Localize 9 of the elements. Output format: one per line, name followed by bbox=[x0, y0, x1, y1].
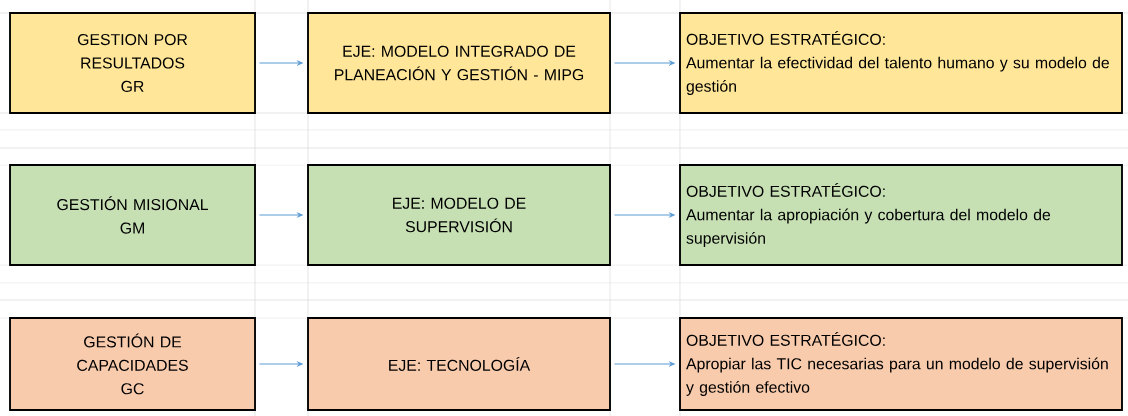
axis-box: EJE: TECNOLOGÍA bbox=[307, 317, 611, 411]
objective-box: OBJETIVO ESTRATÉGICO: Aumentar la apropiación y cobertura del modelo de supervisión bbox=[679, 164, 1123, 266]
area-box: GESTIÓN DE CAPACIDADES GC bbox=[9, 317, 256, 411]
objective-box: OBJETIVO ESTRATÉGICO: Apropiar las TIC necesarias para un modelo de supervisión y gestión efectivo bbox=[679, 317, 1123, 411]
area-box: GESTION POR RESULTADOS GR bbox=[9, 12, 256, 114]
axis-box: EJE: MODELO INTEGRADO DE PLANEACIÓN Y GESTIÓN - MIPG bbox=[307, 12, 611, 114]
area-box: GESTIÓN MISIONAL GM bbox=[9, 164, 256, 266]
objective-box: OBJETIVO ESTRATÉGICO: Aumentar la efectividad del talento humano y su modelo de gestión bbox=[679, 12, 1123, 114]
axis-box: EJE: MODELO DE SUPERVISIÓN bbox=[307, 164, 611, 266]
